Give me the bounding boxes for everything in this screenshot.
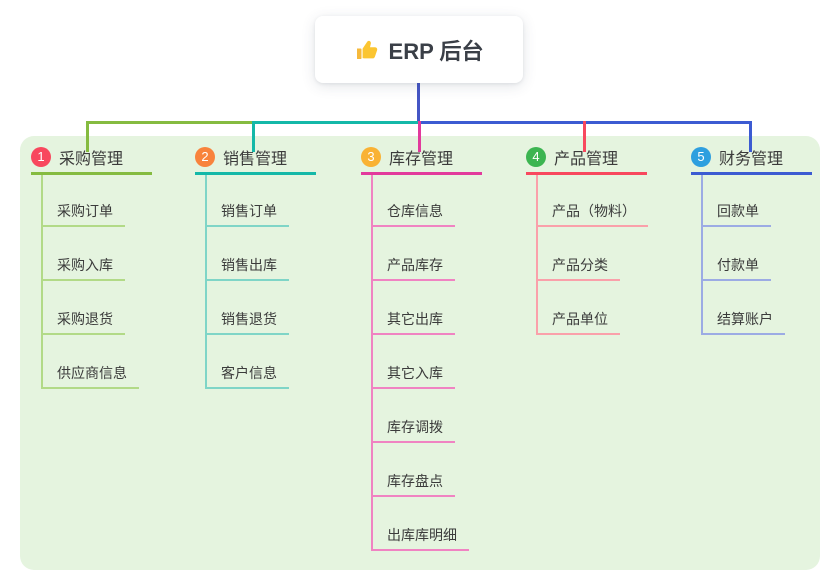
child-label[interactable]: 出库库明细 xyxy=(373,525,469,551)
branch-drop-line-1 xyxy=(86,121,89,152)
child-node: 采购入库 xyxy=(43,227,152,281)
branch-header-product[interactable]: 4 产品管理 xyxy=(526,146,647,175)
branch-title: 销售管理 xyxy=(223,150,288,168)
branch-title: 财务管理 xyxy=(719,150,784,168)
branch-title: 产品管理 xyxy=(554,150,619,168)
child-node: 回款单 xyxy=(703,175,812,227)
child-label[interactable]: 产品（物料） xyxy=(538,201,648,227)
child-node: 销售退货 xyxy=(207,281,316,335)
child-label[interactable]: 仓库信息 xyxy=(373,201,455,227)
branch-children: 仓库信息 产品库存 其它出库 其它入库 库存调拨 库存盘点 出库库明细 xyxy=(371,175,482,551)
branch-badge-5: 5 xyxy=(691,146,711,167)
child-label[interactable]: 销售订单 xyxy=(207,201,289,227)
child-label[interactable]: 供应商信息 xyxy=(43,363,139,389)
child-node: 库存盘点 xyxy=(373,443,482,497)
branch-children: 销售订单 销售出库 销售退货 客户信息 xyxy=(205,175,316,389)
child-label[interactable]: 产品库存 xyxy=(373,255,455,281)
branch-header-sales[interactable]: 2 销售管理 xyxy=(195,146,316,175)
child-node: 产品单位 xyxy=(538,281,647,335)
child-node: 其它入库 xyxy=(373,335,482,389)
branch-column-product: 4 产品管理 产品（物料） 产品分类 产品单位 xyxy=(526,146,648,335)
child-label[interactable]: 结算账户 xyxy=(703,309,785,335)
branch-column-sales: 2 销售管理 销售订单 销售出库 销售退货 客户信息 xyxy=(195,146,316,389)
child-node: 销售订单 xyxy=(207,175,316,227)
child-node: 产品（物料） xyxy=(538,175,648,227)
branch-column-finance: 5 财务管理 回款单 付款单 结算账户 xyxy=(691,146,812,335)
child-node: 销售出库 xyxy=(207,227,316,281)
connector-segment-green xyxy=(86,121,253,124)
child-node: 客户信息 xyxy=(207,335,316,389)
child-node: 付款单 xyxy=(703,227,812,281)
connector-segment-teal xyxy=(253,121,419,124)
branch-badge-3: 3 xyxy=(361,146,381,167)
child-label[interactable]: 采购退货 xyxy=(43,309,125,335)
child-node: 仓库信息 xyxy=(373,175,482,227)
branch-drop-line-4 xyxy=(583,121,586,152)
branch-children: 回款单 付款单 结算账户 xyxy=(701,175,812,335)
child-label[interactable]: 库存盘点 xyxy=(373,471,455,497)
branch-children: 产品（物料） 产品分类 产品单位 xyxy=(536,175,648,335)
root-title: ERP 后台 xyxy=(388,38,484,64)
child-node: 库存调拨 xyxy=(373,389,482,443)
branch-column-inventory: 3 库存管理 仓库信息 产品库存 其它出库 其它入库 库存调拨 库存盘点 出库库… xyxy=(361,146,482,551)
child-node: 其它出库 xyxy=(373,281,482,335)
branch-drop-line-5 xyxy=(749,121,752,152)
child-label[interactable]: 客户信息 xyxy=(207,363,289,389)
child-label[interactable]: 销售出库 xyxy=(207,255,289,281)
branch-title: 采购管理 xyxy=(59,150,124,168)
child-label[interactable]: 销售退货 xyxy=(207,309,289,335)
branch-title: 库存管理 xyxy=(389,150,454,168)
child-node: 产品库存 xyxy=(373,227,482,281)
child-node: 采购订单 xyxy=(43,175,152,227)
thumbs-up-icon xyxy=(355,38,379,62)
child-label[interactable]: 其它出库 xyxy=(373,309,455,335)
child-label[interactable]: 采购入库 xyxy=(43,255,125,281)
child-label[interactable]: 采购订单 xyxy=(43,201,125,227)
child-node: 出库库明细 xyxy=(373,497,482,551)
branch-header-purchase[interactable]: 1 采购管理 xyxy=(31,146,152,175)
branch-header-finance[interactable]: 5 财务管理 xyxy=(691,146,812,175)
branch-children: 采购订单 采购入库 采购退货 供应商信息 xyxy=(41,175,152,389)
child-node: 产品分类 xyxy=(538,227,647,281)
child-label[interactable]: 库存调拨 xyxy=(373,417,455,443)
background-panel xyxy=(20,136,820,570)
root-node[interactable]: ERP 后台 xyxy=(315,16,523,83)
child-label[interactable]: 付款单 xyxy=(703,255,771,281)
root-connector-line xyxy=(417,83,420,123)
branch-column-purchase: 1 采购管理 采购订单 采购入库 采购退货 供应商信息 xyxy=(31,146,152,389)
branch-badge-2: 2 xyxy=(195,146,215,167)
child-label[interactable]: 产品单位 xyxy=(538,309,620,335)
branch-drop-line-3 xyxy=(418,121,421,152)
child-node: 结算账户 xyxy=(703,281,812,335)
child-label[interactable]: 其它入库 xyxy=(373,363,455,389)
child-label[interactable]: 产品分类 xyxy=(538,255,620,281)
child-node: 供应商信息 xyxy=(43,335,152,389)
branch-drop-line-2 xyxy=(252,121,255,152)
child-label[interactable]: 回款单 xyxy=(703,201,771,227)
branch-header-inventory[interactable]: 3 库存管理 xyxy=(361,146,482,175)
branch-badge-4: 4 xyxy=(526,146,546,167)
child-node: 采购退货 xyxy=(43,281,152,335)
branch-badge-1: 1 xyxy=(31,146,51,167)
